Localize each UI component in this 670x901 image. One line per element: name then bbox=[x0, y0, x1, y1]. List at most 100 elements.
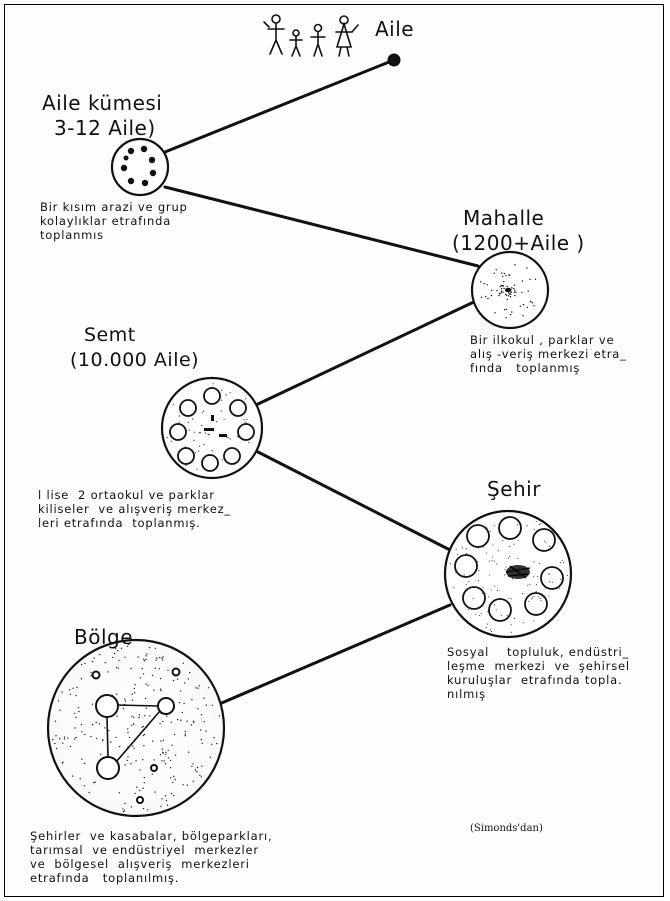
stipple-dot bbox=[110, 741, 111, 742]
bolge-title: Bölge bbox=[74, 626, 133, 649]
stipple-dot bbox=[191, 766, 192, 767]
stipple-dot bbox=[163, 740, 164, 741]
stipple-dot bbox=[529, 584, 530, 585]
stipple-dot bbox=[193, 722, 194, 723]
stipple-dot bbox=[143, 726, 144, 727]
stipple-dot bbox=[104, 662, 105, 663]
stipple-dot bbox=[170, 767, 171, 768]
stipple-dot bbox=[514, 295, 515, 296]
stipple-dot bbox=[473, 598, 474, 599]
stipple-dot bbox=[180, 720, 181, 721]
stipple-dot bbox=[170, 760, 171, 761]
stipple-dot bbox=[192, 763, 193, 764]
aile-kumesi-size: 3-12 Aile) bbox=[54, 117, 156, 140]
stipple-dot bbox=[127, 728, 128, 729]
stipple-dot bbox=[552, 582, 553, 583]
stipple-dot bbox=[496, 290, 497, 291]
stipple-dot bbox=[62, 762, 63, 763]
stipple-dot bbox=[149, 715, 150, 716]
stipple-dot bbox=[74, 713, 75, 714]
stipple-dot bbox=[455, 572, 456, 573]
stipple-dot bbox=[78, 707, 79, 708]
stipple-dot bbox=[536, 521, 537, 522]
stipple-dot bbox=[145, 684, 146, 685]
mahalle-circle bbox=[472, 252, 548, 328]
stipple-dot bbox=[146, 708, 147, 709]
stipple-dot bbox=[137, 656, 138, 657]
stipple-dot bbox=[560, 562, 561, 563]
stipple-dot bbox=[143, 745, 144, 746]
stipple-dot bbox=[160, 740, 161, 741]
stipple-dot bbox=[498, 550, 499, 551]
stipple-dot bbox=[549, 573, 550, 574]
stipple-dot bbox=[201, 776, 202, 777]
stipple-dot bbox=[508, 295, 509, 296]
stipple-dot bbox=[131, 806, 132, 807]
stipple-dot bbox=[191, 699, 192, 700]
sehir-circle bbox=[445, 511, 571, 637]
stipple-dot bbox=[496, 269, 497, 270]
stipple-dot bbox=[88, 792, 89, 793]
stipple-dot bbox=[210, 757, 211, 758]
stipple-dot bbox=[527, 525, 528, 526]
stipple-dot bbox=[143, 673, 144, 674]
stipple-dot bbox=[559, 588, 560, 589]
stipple-dot bbox=[499, 293, 500, 294]
stipple-dot bbox=[490, 531, 491, 532]
stipple-dot bbox=[527, 585, 528, 586]
stipple-dot bbox=[134, 692, 135, 693]
stipple-dot bbox=[204, 721, 205, 722]
stipple-dot bbox=[489, 561, 490, 562]
stipple-dot bbox=[182, 784, 183, 785]
stipple-dot bbox=[139, 769, 140, 770]
stipple-dot bbox=[196, 771, 197, 772]
stipple-dot bbox=[152, 741, 153, 742]
semt-description: l lise 2 ortaokul ve parklar kiliseler v… bbox=[38, 488, 231, 530]
stipple-dot bbox=[127, 732, 128, 733]
stipple-dot bbox=[538, 531, 539, 532]
stipple-dot bbox=[152, 774, 153, 775]
stipple-dot bbox=[144, 715, 145, 716]
stipple-dot bbox=[505, 566, 506, 567]
aile-node-dot bbox=[388, 54, 401, 67]
stipple-dot bbox=[492, 560, 493, 561]
stipple-dot bbox=[130, 668, 131, 669]
stipple-dot bbox=[92, 661, 93, 662]
stipple-dot bbox=[127, 760, 128, 761]
stipple-dot bbox=[75, 717, 76, 718]
stipple-dot bbox=[185, 731, 186, 732]
stipple-dot bbox=[538, 592, 539, 593]
stipple-dot bbox=[510, 291, 511, 292]
stipple-dot bbox=[224, 419, 225, 420]
stipple-dot bbox=[117, 650, 118, 651]
stipple-dot bbox=[507, 615, 508, 616]
stipple-dot bbox=[501, 290, 502, 291]
stipple-dot bbox=[179, 702, 180, 703]
stipple-dot bbox=[533, 305, 534, 306]
stipple-dot bbox=[162, 659, 163, 660]
stipple-dot bbox=[195, 452, 196, 453]
stipple-dot bbox=[535, 279, 536, 280]
stipple-dot bbox=[511, 632, 512, 633]
stipple-dot bbox=[502, 292, 503, 293]
semt-circle bbox=[162, 378, 262, 478]
aile-title: Aile bbox=[375, 18, 414, 41]
stipple-dot bbox=[197, 708, 198, 709]
mahalle-title: Mahalle bbox=[463, 207, 544, 230]
connector-sehir-to-bolge bbox=[196, 605, 450, 714]
stipple-dot bbox=[511, 624, 512, 625]
stipple-dot bbox=[142, 668, 143, 669]
stipple-dot bbox=[55, 735, 56, 736]
stipple-dot bbox=[84, 785, 85, 786]
stipple-dot bbox=[143, 735, 144, 736]
stipple-dot bbox=[504, 309, 505, 310]
stipple-dot bbox=[144, 777, 145, 778]
stipple-dot bbox=[199, 685, 200, 686]
stipple-dot bbox=[124, 657, 125, 658]
stipple-dot bbox=[212, 450, 213, 451]
stipple-dot bbox=[167, 437, 168, 438]
stipple-dot bbox=[193, 781, 194, 782]
stipple-dot bbox=[161, 798, 162, 799]
stipple-dot bbox=[171, 745, 172, 746]
stipple-dot bbox=[179, 415, 180, 416]
